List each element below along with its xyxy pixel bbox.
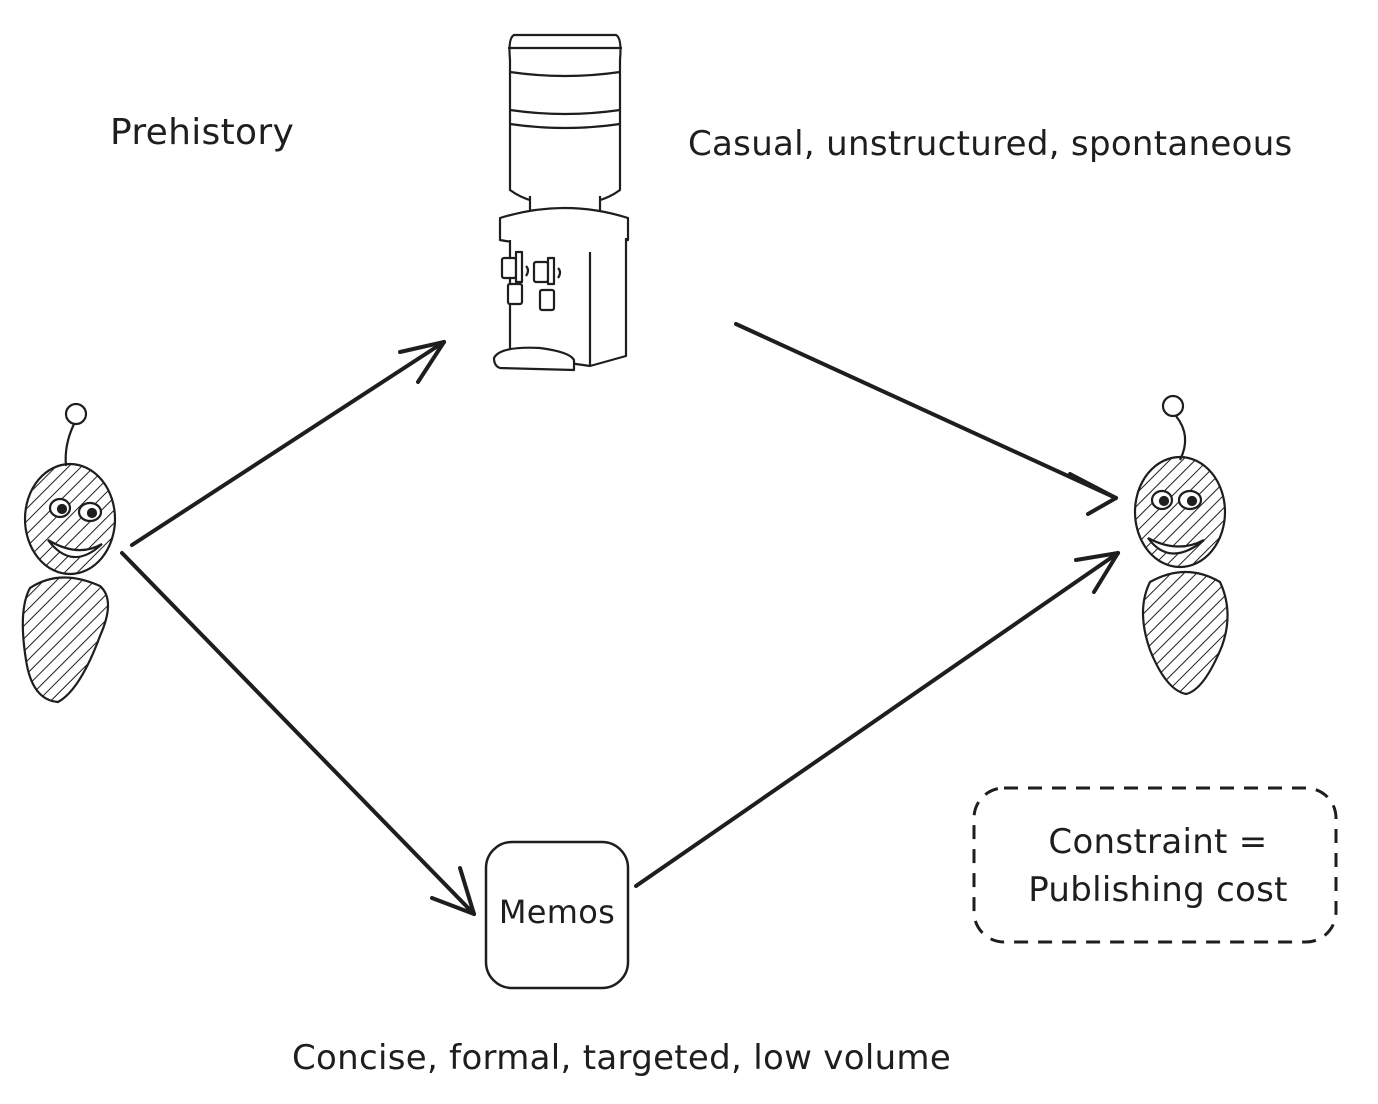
memos-description: Concise, formal, targeted, low volume bbox=[292, 1038, 952, 1078]
watercooler-description: Casual, unstructured, spontaneous bbox=[688, 124, 1293, 164]
constraint-box bbox=[972, 786, 1338, 944]
memos-label: Memos bbox=[498, 893, 616, 931]
memos-box bbox=[484, 840, 630, 990]
arrow-sender-to-memos bbox=[120, 551, 476, 916]
arrow-watercooler-to-receiver bbox=[734, 322, 1118, 516]
sender-person-icon bbox=[21, 402, 117, 704]
receiver-person-icon bbox=[1133, 394, 1229, 696]
constraint-line-1: Constraint = bbox=[1048, 822, 1268, 862]
constraint-label: Constraint = Publishing cost bbox=[978, 818, 1338, 914]
arrow-memos-to-receiver bbox=[634, 551, 1120, 888]
constraint-line-2: Publishing cost bbox=[1028, 870, 1288, 910]
arrow-sender-to-watercooler bbox=[130, 340, 446, 547]
water-cooler-icon bbox=[492, 33, 630, 372]
prehistory-label: Prehistory bbox=[110, 112, 295, 153]
